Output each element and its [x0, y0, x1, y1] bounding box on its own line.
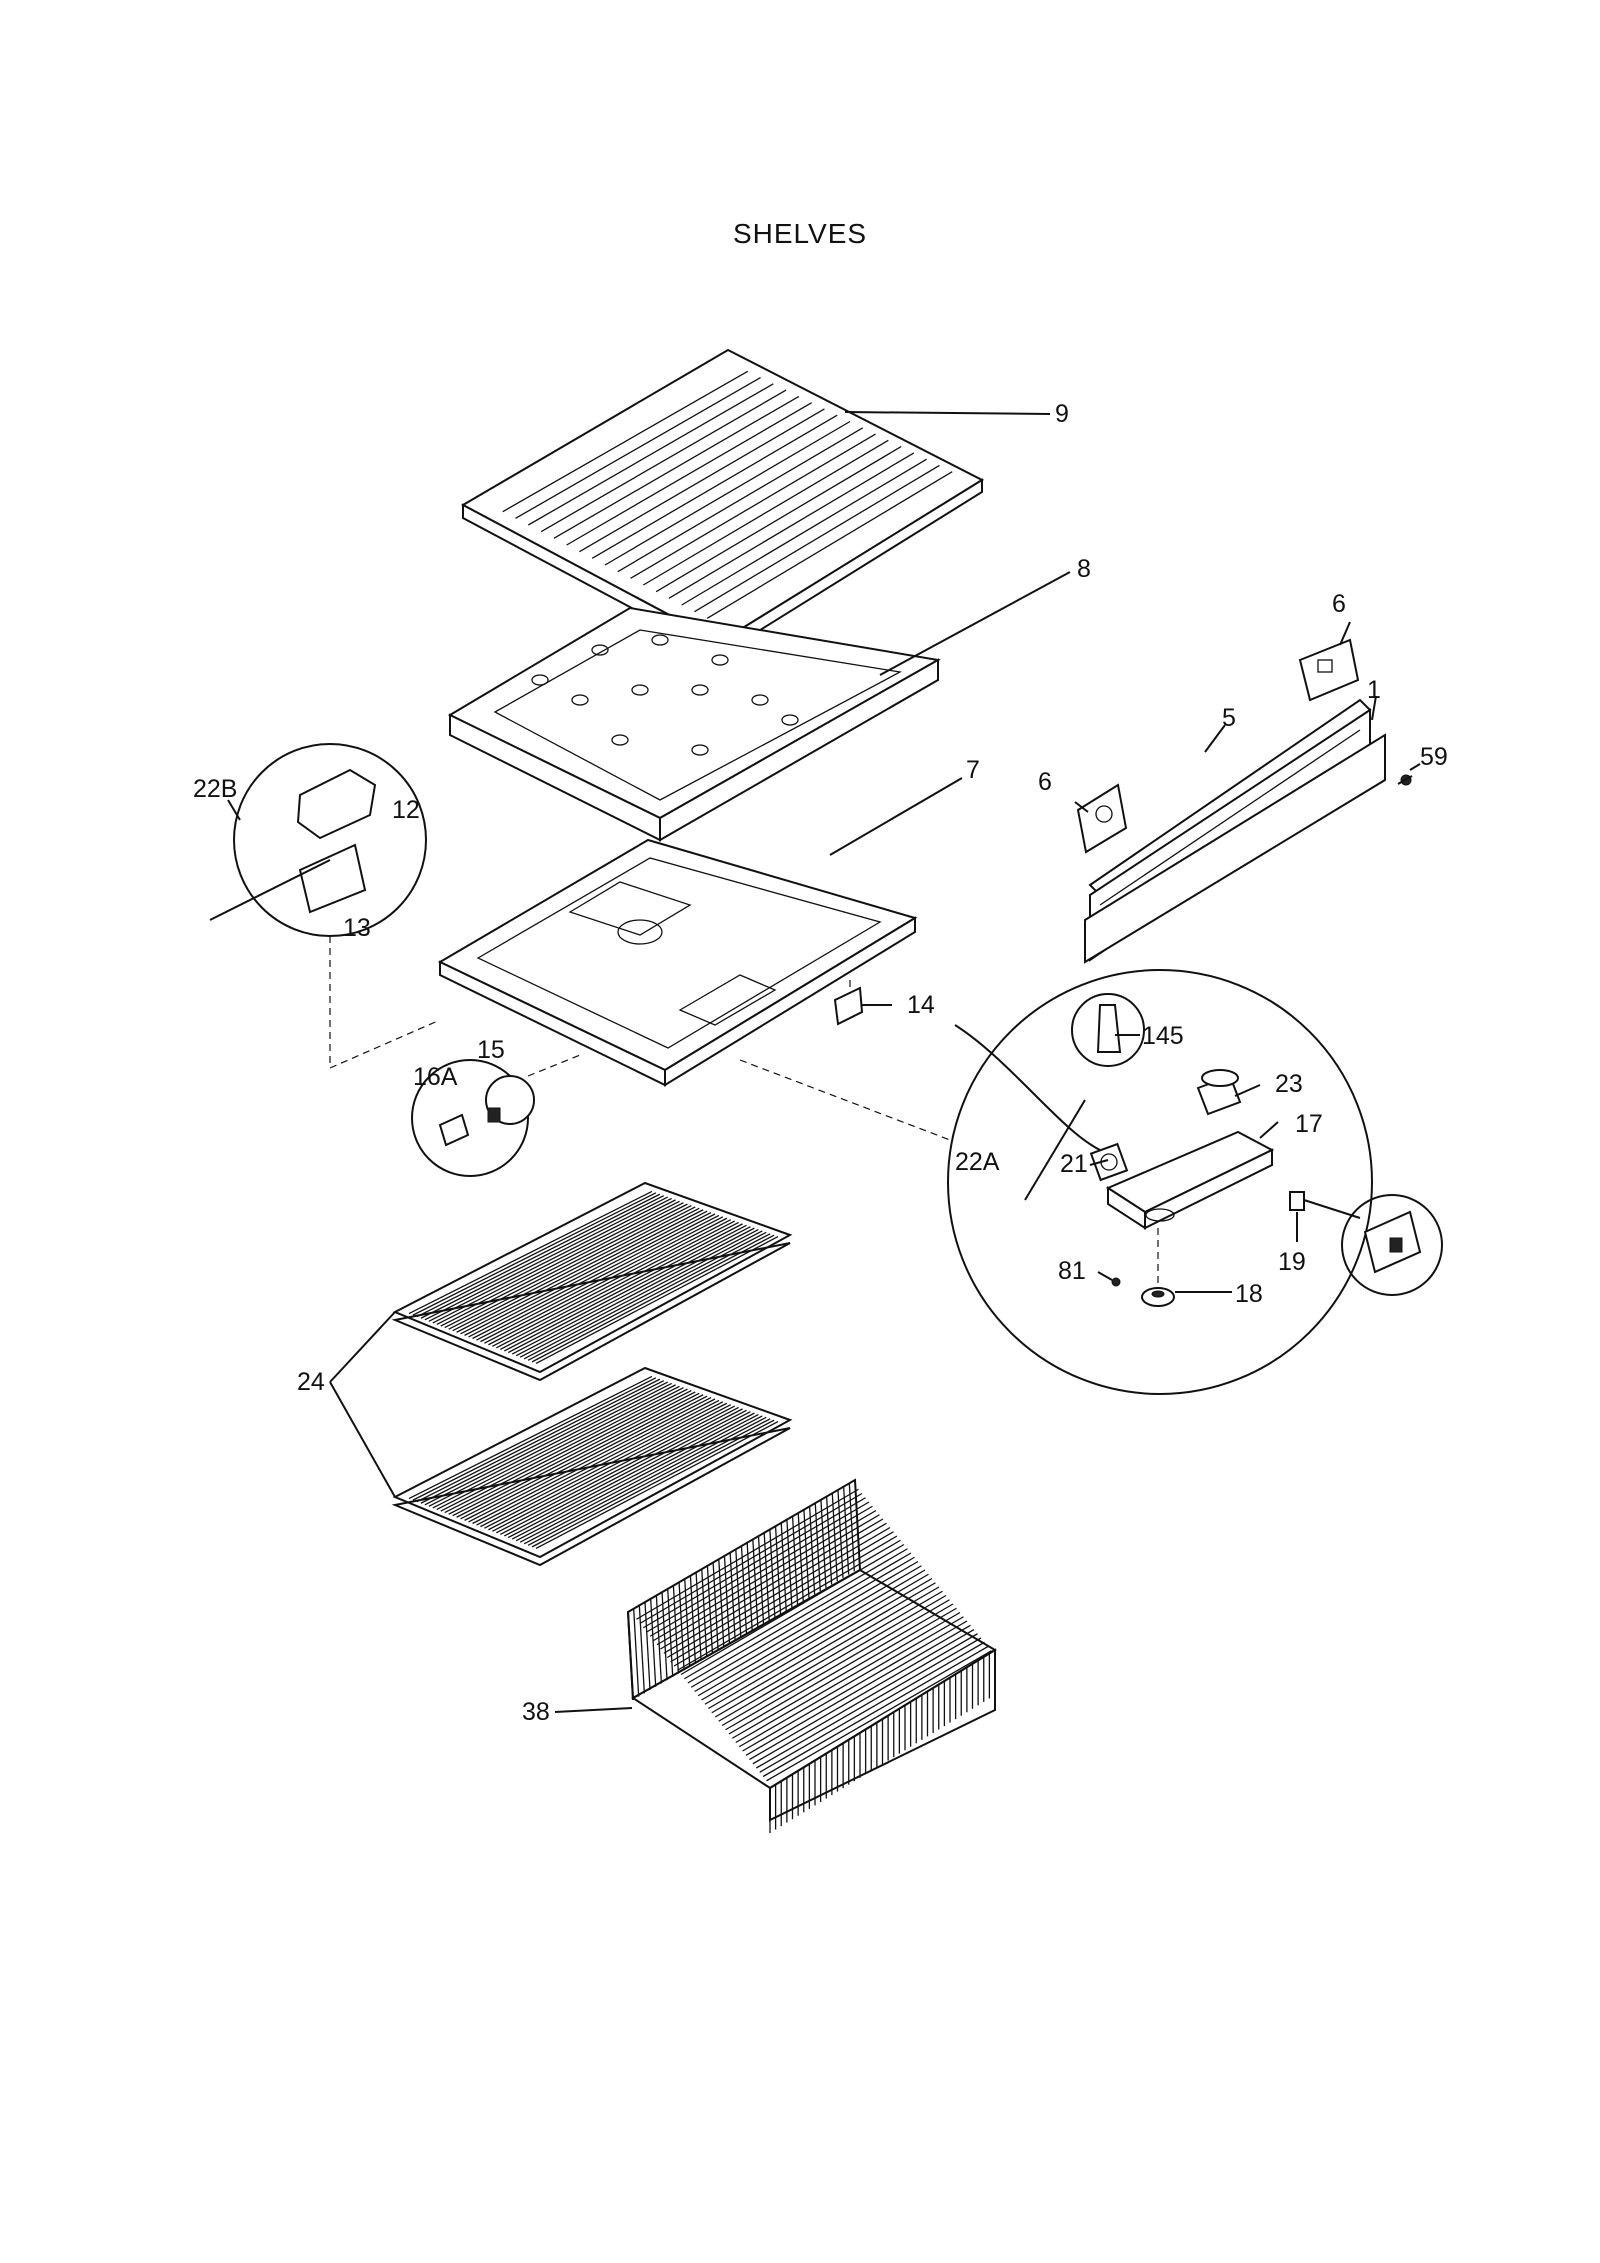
callout-145: 145 [1142, 1022, 1184, 1050]
part-6-bracket-right [1298, 638, 1360, 702]
callout-15: 15 [477, 1036, 505, 1064]
callout-1: 1 [1367, 676, 1381, 704]
callout-12: 12 [392, 796, 420, 824]
callout-38: 38 [522, 1698, 550, 1726]
callout-9: 9 [1055, 400, 1069, 428]
diagram-title: SHELVES [732, 218, 868, 249]
part-1-rail [1084, 733, 1386, 964]
part-8-shelf-frame [447, 606, 941, 842]
part-7-light-plate [437, 838, 918, 1087]
callout-labels: 9 8 7 6 6 5 1 59 22B 12 13 14 15 16A 145… [193, 400, 1448, 1726]
callout-59: 59 [1420, 743, 1448, 771]
callout-8: 8 [1077, 555, 1091, 583]
callout-16a: 16A [413, 1063, 458, 1091]
callout-5: 5 [1222, 704, 1236, 732]
part-9-top-cover [460, 348, 985, 657]
part-6-bracket-left [1076, 783, 1128, 854]
part-24-wire-shelf-upper [391, 1181, 793, 1382]
callout-22a: 22A [955, 1148, 1000, 1176]
callout-81: 81 [1058, 1257, 1086, 1285]
callout-21: 21 [1060, 1150, 1088, 1178]
callout-23: 23 [1275, 1070, 1303, 1098]
callout-18: 18 [1235, 1280, 1263, 1308]
callout-19: 19 [1278, 1248, 1306, 1276]
detail-circle-thermostat [739, 969, 1443, 1395]
part-24-wire-shelf-lower [391, 1366, 793, 1567]
callout-14: 14 [907, 991, 935, 1019]
detail-circle-12-13 [209, 743, 441, 1069]
part-38-wire-basket [626, 1478, 997, 1833]
callout-7: 7 [966, 756, 980, 784]
leader-lines [227, 411, 1421, 1713]
callout-22b: 22B [193, 775, 237, 803]
part-59-screw [1397, 774, 1413, 786]
callout-24: 24 [297, 1368, 325, 1396]
callout-17: 17 [1295, 1110, 1323, 1138]
callout-13: 13 [343, 914, 371, 942]
callout-6-right: 6 [1332, 590, 1346, 618]
part-14-switch [833, 980, 864, 1026]
callout-6-left: 6 [1038, 768, 1052, 796]
detail-circle-15-16a [411, 1054, 581, 1177]
